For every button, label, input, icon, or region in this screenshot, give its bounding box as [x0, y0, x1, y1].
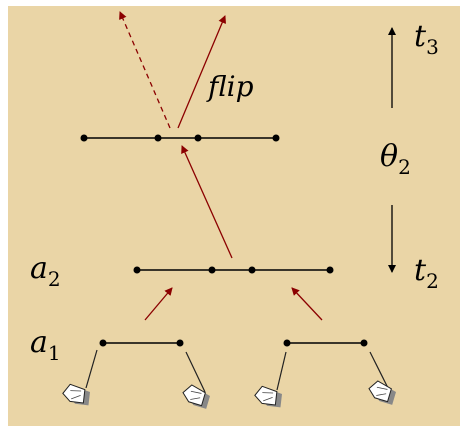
- label-a1: a1: [30, 325, 61, 365]
- label-t3: t3: [414, 19, 439, 59]
- label-theta2: θ2: [380, 139, 411, 179]
- label-flip: flip: [206, 70, 254, 103]
- segment-middle: [133, 266, 334, 274]
- arrow-left-up: [144, 287, 173, 321]
- dart-icon-2: [181, 351, 213, 413]
- dart-icon-4: [367, 351, 399, 409]
- label-a2: a2: [30, 251, 61, 291]
- dart-icon-1: [60, 349, 98, 413]
- segment-bottom-left: [99, 339, 184, 347]
- background-panel: [8, 6, 460, 426]
- arrow-middle-up: [181, 145, 233, 259]
- arrow-flip-solid: [177, 15, 226, 129]
- segment-bottom-right: [283, 339, 368, 347]
- arrow-flip-dashed: [119, 11, 171, 129]
- label-t2: t2: [414, 253, 439, 293]
- segment-top: [80, 134, 280, 142]
- arrow-right-up: [291, 287, 323, 321]
- dart-icon-3: [252, 351, 287, 415]
